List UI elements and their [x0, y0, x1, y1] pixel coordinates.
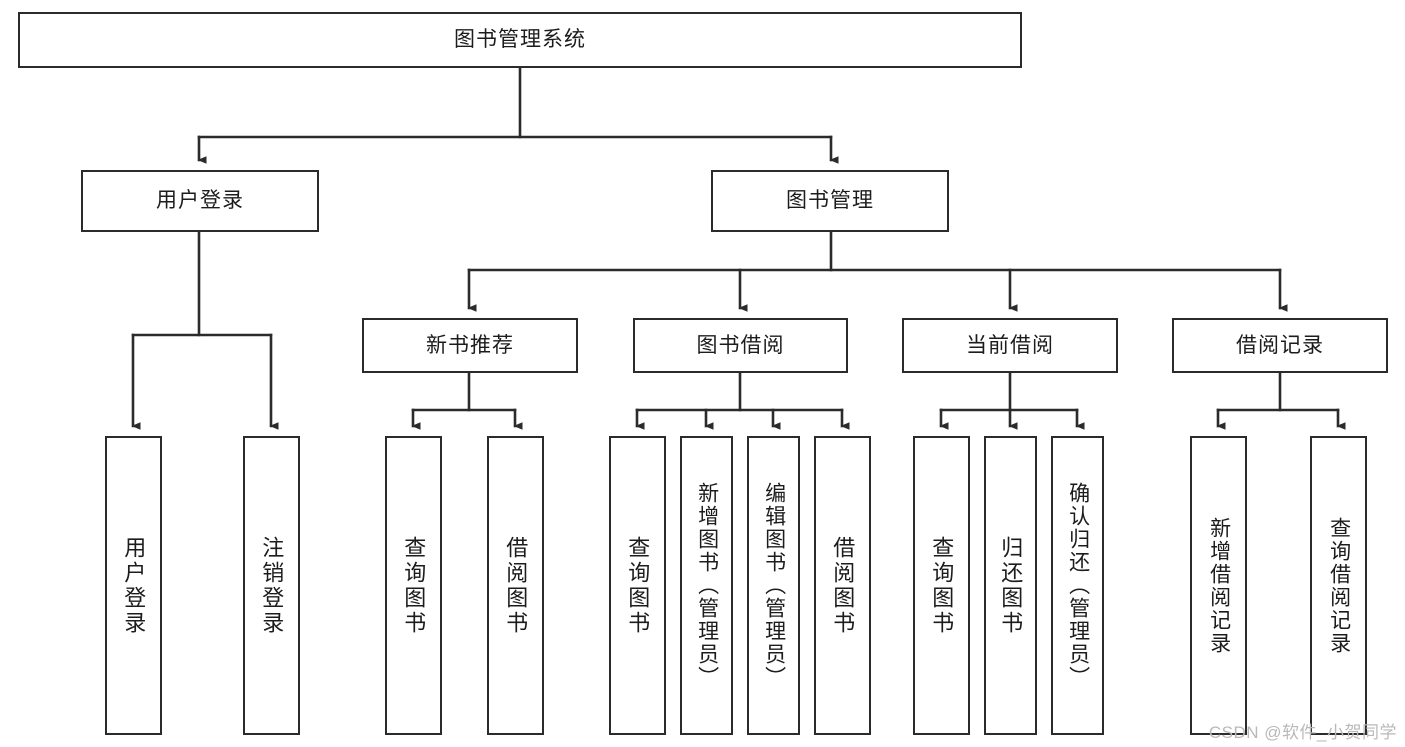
leaf-edit-book-admin-label: 编辑图书（管理员）: [762, 482, 786, 689]
leaf-query-book-current-label: 查询图书: [929, 535, 955, 636]
node-user-login-label: 用户登录: [156, 189, 244, 213]
node-current-borrow[interactable]: 当前借阅: [902, 318, 1118, 373]
node-root[interactable]: 图书管理系统: [18, 12, 1022, 68]
leaf-add-borrow-record[interactable]: 新增借阅记录: [1190, 436, 1247, 735]
leaf-return-book-label: 归还图书: [998, 535, 1024, 636]
node-book-management-label: 图书管理: [786, 189, 874, 213]
leaf-logout-login-label: 注销登录: [259, 535, 285, 636]
node-book-borrow[interactable]: 图书借阅: [633, 318, 848, 373]
leaf-confirm-return-admin[interactable]: 确认归还（管理员）: [1051, 436, 1104, 735]
leaf-query-borrow-record[interactable]: 查询借阅记录: [1310, 436, 1367, 735]
leaf-query-book-current[interactable]: 查询图书: [913, 436, 970, 735]
csdn-watermark: CSDN @软件_小贺同学: [1208, 723, 1397, 742]
leaf-logout-login[interactable]: 注销登录: [243, 436, 300, 735]
node-new-book-recommend-label: 新书推荐: [426, 333, 514, 357]
node-user-login[interactable]: 用户登录: [81, 170, 319, 232]
leaf-add-borrow-record-label: 新增借阅记录: [1207, 516, 1231, 655]
leaf-confirm-return-admin-label: 确认归还（管理员）: [1066, 482, 1090, 689]
leaf-query-book-recommend[interactable]: 查询图书: [385, 436, 442, 735]
node-borrow-record[interactable]: 借阅记录: [1172, 318, 1388, 373]
leaf-borrow-book-label: 借阅图书: [830, 535, 856, 636]
leaf-user-login-label: 用户登录: [121, 535, 147, 636]
node-root-label: 图书管理系统: [454, 28, 586, 52]
node-book-borrow-label: 图书借阅: [696, 333, 785, 357]
leaf-add-book-admin[interactable]: 新增图书（管理员）: [680, 436, 733, 735]
leaf-add-book-admin-label: 新增图书（管理员）: [695, 482, 719, 689]
leaf-query-book-borrow[interactable]: 查询图书: [609, 436, 666, 735]
node-borrow-record-label: 借阅记录: [1236, 333, 1324, 357]
leaf-return-book[interactable]: 归还图书: [984, 436, 1037, 735]
leaf-query-borrow-record-label: 查询借阅记录: [1327, 516, 1351, 655]
leaf-user-login[interactable]: 用户登录: [105, 436, 162, 735]
leaf-borrow-book-recommend[interactable]: 借阅图书: [487, 436, 544, 735]
leaf-borrow-book[interactable]: 借阅图书: [814, 436, 871, 735]
node-new-book-recommend[interactable]: 新书推荐: [362, 318, 578, 373]
leaf-borrow-book-recommend-label: 借阅图书: [503, 535, 529, 636]
leaf-query-book-borrow-label: 查询图书: [625, 535, 651, 636]
node-book-management[interactable]: 图书管理: [711, 170, 949, 232]
leaf-query-book-recommend-label: 查询图书: [401, 535, 427, 636]
node-current-borrow-label: 当前借阅: [966, 333, 1054, 357]
leaf-edit-book-admin[interactable]: 编辑图书（管理员）: [747, 436, 800, 735]
